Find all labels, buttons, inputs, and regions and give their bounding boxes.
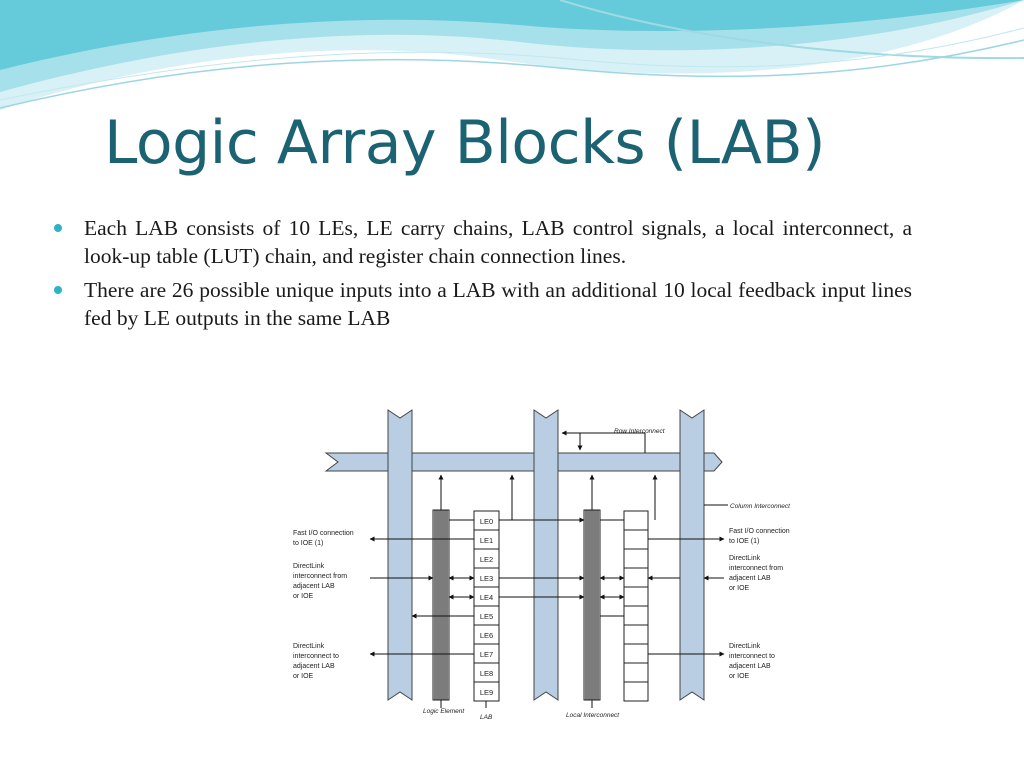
- le-label: LE5: [480, 612, 493, 621]
- le-column-left: LE0 LE1 LE2 LE3 LE4 LE5 LE6 LE7 LE8 LE9: [473, 510, 500, 702]
- directlink-from-right-label: interconnect from: [729, 565, 783, 572]
- left-labels: Fast I/O connection to IOE (1) DirectLin…: [293, 530, 354, 680]
- connection-wires: [369, 430, 728, 708]
- directlink-from-left-label: interconnect from: [293, 573, 347, 580]
- bullet-text: Each LAB consists of 10 LEs, LE carry ch…: [84, 216, 912, 268]
- local-interconnect-bus-left: [432, 509, 450, 701]
- slide-title: Logic Array Blocks (LAB): [104, 108, 826, 178]
- lab-label: LAB: [480, 714, 493, 721]
- directlink-from-left-label: adjacent LAB: [293, 583, 335, 590]
- directlink-from-left-label: or IOE: [293, 593, 314, 600]
- le-label: LE9: [480, 688, 493, 697]
- le-column-right: [623, 510, 649, 702]
- bullet-list: Each LAB consists of 10 LEs, LE carry ch…: [50, 214, 912, 338]
- directlink-from-right-label: adjacent LAB: [729, 575, 771, 582]
- right-labels: Fast I/O connection to IOE (1) DirectLin…: [729, 528, 790, 680]
- le-label: LE1: [480, 536, 493, 545]
- directlink-from-right-label: DirectLink: [729, 555, 761, 562]
- column-interconnect-label: Column Interconnect: [730, 503, 791, 510]
- row-interconnect-label: Row Interconnect: [614, 428, 666, 435]
- directlink-to-left-label: adjacent LAB: [293, 663, 335, 670]
- bullet-item: There are 26 possible unique inputs into…: [50, 276, 912, 332]
- directlink-to-right-label: or IOE: [729, 673, 750, 680]
- le-label: LE7: [480, 650, 493, 659]
- bullet-text: There are 26 possible unique inputs into…: [84, 278, 912, 330]
- fast-io-right-label: Fast I/O connection: [729, 528, 790, 535]
- bullet-dot-icon: [54, 224, 62, 232]
- logic-element-label: Logic Element: [423, 708, 465, 715]
- fast-io-left-label: Fast I/O connection: [293, 530, 354, 537]
- directlink-from-right-label: or IOE: [729, 585, 750, 592]
- le-label: LE6: [480, 631, 493, 640]
- local-interconnect-label: Local Interconnect: [566, 712, 620, 719]
- header-wave-decoration: [0, 0, 1024, 110]
- le-label: LE4: [480, 593, 493, 602]
- fast-io-left-label: to IOE (1): [293, 540, 323, 547]
- directlink-to-right-label: interconnect to: [729, 653, 775, 660]
- directlink-to-left-label: DirectLink: [293, 643, 325, 650]
- fast-io-right-label: to IOE (1): [729, 538, 759, 545]
- column-interconnect-bar-left: [387, 409, 413, 701]
- directlink-to-right-label: DirectLink: [729, 643, 761, 650]
- column-interconnect-bar-middle: [533, 409, 559, 701]
- row-interconnect-bar: [324, 452, 723, 472]
- le-label: LE2: [480, 555, 493, 564]
- lab-structure-diagram: LE0 LE1 LE2 LE3 LE4 LE5 LE6 LE7 LE8 LE9: [272, 400, 820, 726]
- directlink-to-left-label: or IOE: [293, 673, 314, 680]
- local-interconnect-bus-right: [583, 509, 601, 701]
- directlink-to-right-label: adjacent LAB: [729, 663, 771, 670]
- directlink-to-left-label: interconnect to: [293, 653, 339, 660]
- directlink-from-left-label: DirectLink: [293, 563, 325, 570]
- le-label: LE8: [480, 669, 493, 678]
- bullet-dot-icon: [54, 286, 62, 294]
- bullet-item: Each LAB consists of 10 LEs, LE carry ch…: [50, 214, 912, 270]
- column-interconnect-bar-right: [679, 409, 705, 701]
- le-label: LE0: [480, 517, 493, 526]
- le-label: LE3: [480, 574, 493, 583]
